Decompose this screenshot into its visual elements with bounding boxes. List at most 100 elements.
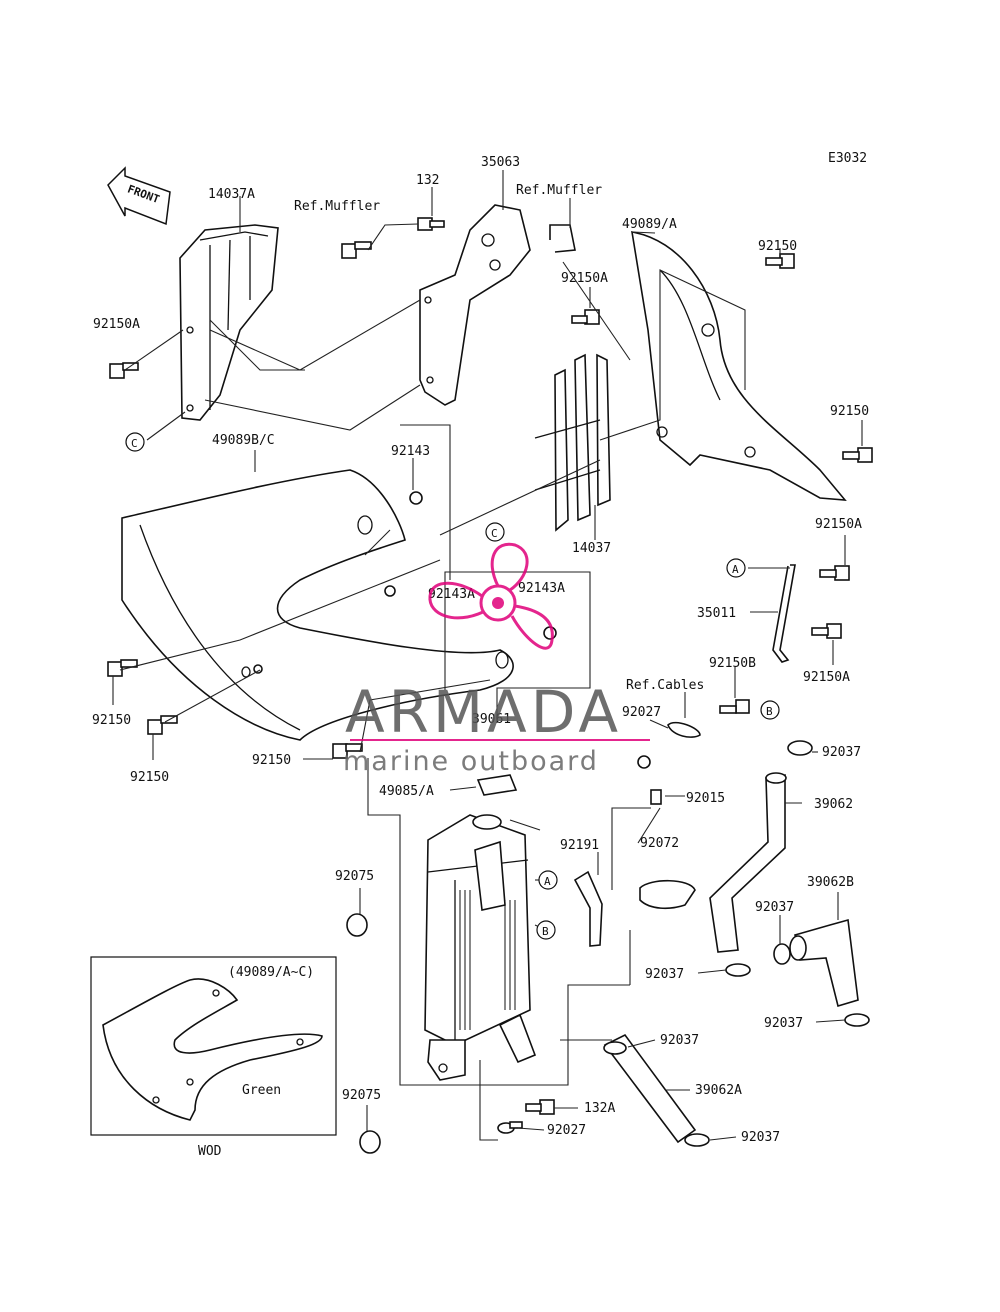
bracket-35063 <box>419 204 531 406</box>
label-92143: 92143 <box>391 444 430 459</box>
label-92037-3: 92037 <box>645 967 684 982</box>
bolt-92150A-mid <box>571 309 600 325</box>
washer-92143A-1 <box>384 585 396 597</box>
bolt-132 <box>417 217 445 231</box>
bolt-92150-r <box>842 447 873 463</box>
clamp-band <box>639 879 696 910</box>
hose-39062A <box>603 1033 697 1144</box>
callout-B-2: B <box>536 920 556 940</box>
label-14037: 14037 <box>572 541 611 556</box>
washer-small <box>253 664 263 674</box>
label-92027-top: 92027 <box>622 705 661 720</box>
label-92037-5: 92037 <box>660 1033 699 1048</box>
label-92150A-r2: 92150A <box>803 670 850 685</box>
label-92075-1: 92075 <box>335 869 374 884</box>
hose-39062B <box>789 918 859 1008</box>
label-35011: 35011 <box>697 606 736 621</box>
label-49089BC: 49089B/C <box>212 433 275 448</box>
label-ref-muffler-1: Ref.Muffler <box>294 199 380 214</box>
muffler-bracket-right <box>549 224 576 253</box>
label-92150-l3: 92150 <box>252 753 291 768</box>
label-92037-2: 92037 <box>755 900 794 915</box>
label-92037-1: 92037 <box>822 745 861 760</box>
label-92037-6: 92037 <box>741 1130 780 1145</box>
label-132: 132 <box>416 173 439 188</box>
tube-92191 <box>573 870 603 947</box>
inset-wod: (49089/A~C) Green WOD <box>90 956 337 1159</box>
grommet-92075-2 <box>359 1130 381 1154</box>
label-49085A: 49085/A <box>379 784 434 799</box>
callout-A-2: A <box>538 870 558 890</box>
label-92143A-1: 92143A <box>428 587 475 602</box>
label-92075-2: 92075 <box>342 1088 381 1103</box>
propeller-logo-icon <box>428 542 554 650</box>
cap-49085A <box>476 774 518 796</box>
label-14037A: 14037A <box>208 187 255 202</box>
callout-A-1: A <box>726 558 746 578</box>
label-49089A: 49089/A <box>622 217 677 232</box>
watermark-brand: ARMADA <box>345 678 622 746</box>
clamp-92037-6 <box>684 1133 710 1147</box>
label-92143A-2: 92143A <box>518 581 565 596</box>
label-39062A: 39062A <box>695 1083 742 1098</box>
label-92037-4: 92037 <box>764 1016 803 1031</box>
inset-note: (49089/A~C) <box>228 965 314 980</box>
part-labels: 14037A Ref.Muffler 132 35063 Ref.Muffler… <box>92 155 869 1145</box>
grommet-92075-1 <box>346 913 368 937</box>
bolt-92150-tr <box>765 253 795 269</box>
grommet-92143 <box>409 491 423 505</box>
label-39061: 39061 <box>472 712 511 727</box>
bolt-92150-l2 <box>147 715 178 735</box>
label-92015: 92015 <box>686 791 725 806</box>
svg-text:B: B <box>542 925 549 938</box>
shroud-guard-14037A <box>179 224 279 421</box>
clamp-92037-5 <box>603 1041 627 1055</box>
label-92150-tr: 92150 <box>758 239 797 254</box>
svg-text:C: C <box>491 527 498 540</box>
bolt-132A <box>525 1099 555 1115</box>
inset-color: Green <box>242 1083 281 1098</box>
label-92191: 92191 <box>560 838 599 853</box>
watermark-tagline: marine outboard <box>343 746 599 777</box>
svg-text:A: A <box>732 563 739 576</box>
bolt-92150B <box>719 699 750 714</box>
label-92027-b: 92027 <box>547 1123 586 1138</box>
clip-92072 <box>650 789 662 805</box>
label-39062: 39062 <box>814 797 853 812</box>
label-132A: 132A <box>584 1101 615 1116</box>
label-39062B: 39062B <box>807 875 854 890</box>
clamp-92037-3 <box>725 963 751 977</box>
shroud-49089BC <box>121 469 514 741</box>
stay-35011 <box>772 564 850 663</box>
bolt-92150-l1 <box>107 659 138 677</box>
clamp-92037-4 <box>844 1013 870 1027</box>
callout-C-2: C <box>485 522 505 542</box>
label-ref-muffler-2: Ref.Muffler <box>516 183 602 198</box>
callout-C-1: C <box>125 432 145 452</box>
radiator-guard-14037 <box>534 353 611 532</box>
label-35063: 35063 <box>481 155 520 170</box>
clamp-92027-top <box>667 721 701 738</box>
screw-92027-b <box>497 1121 523 1134</box>
svg-text:A: A <box>544 875 551 888</box>
bolt-92150-l3 <box>332 743 363 759</box>
callout-B-1: B <box>760 700 780 720</box>
clamp-92037-1 <box>787 740 813 756</box>
label-92150-l1: 92150 <box>92 713 131 728</box>
svg-text:C: C <box>131 437 138 450</box>
label-92150A-mid: 92150A <box>561 271 608 286</box>
bolt-muffler-left <box>341 241 372 259</box>
label-ref-cables: Ref.Cables <box>626 678 704 693</box>
hose-39062 <box>709 772 787 953</box>
inset-label: WOD <box>198 1144 222 1159</box>
radiator-39061 <box>424 814 537 1081</box>
screw-92015 <box>637 755 651 769</box>
watermark: ARMADA marine outboard <box>343 542 650 777</box>
label-92150A-r1: 92150A <box>815 517 862 532</box>
bolt-92150A-left <box>109 362 139 379</box>
label-92150-l2: 92150 <box>130 770 169 785</box>
diagram-code: E3032 <box>828 151 867 166</box>
label-92150-r: 92150 <box>830 404 869 419</box>
